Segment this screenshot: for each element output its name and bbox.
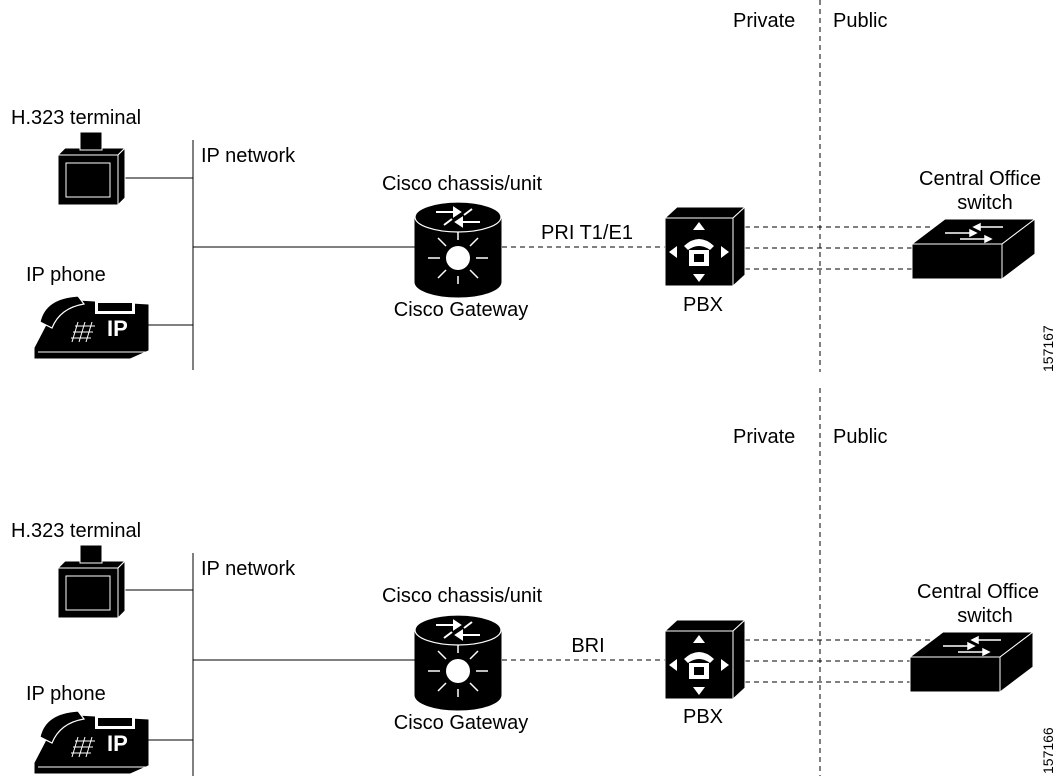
h323-terminal-label: H.323 terminal: [11, 107, 142, 129]
cisco-chassis-label: Cisco chassis/unit: [381, 585, 543, 607]
central-office-switch-label: switch: [957, 192, 1013, 214]
central-office-label: Central Office: [919, 168, 1041, 190]
cisco-gateway-icon: [414, 614, 502, 711]
central-office-switch-label: switch: [957, 605, 1013, 627]
ip-phone-icon: [34, 710, 149, 774]
figure-id: 157166: [1040, 727, 1056, 774]
phone-ip-badge: IP: [107, 731, 128, 756]
h323-terminal-icon: [56, 131, 127, 207]
pbx-icon: [663, 205, 747, 288]
pri-diagram-graphics: [34, 0, 1037, 372]
h323-terminal-label: H.323 terminal: [11, 520, 142, 542]
central-office-label: Central Office: [917, 581, 1039, 603]
public-label: Public: [833, 426, 888, 448]
h323-terminal-icon: [56, 544, 127, 620]
link-type-label: BRI: [571, 635, 605, 657]
pbx-label: PBX: [682, 706, 724, 728]
cisco-gateway-label: Cisco Gateway: [393, 712, 529, 734]
public-label: Public: [833, 10, 888, 32]
ip-phone-icon: [34, 295, 149, 359]
bri-diagram: Private Public H.323 terminal IP network…: [0, 388, 1062, 776]
ip-network-label: IP network: [201, 145, 296, 167]
phone-ip-badge: IP: [107, 316, 128, 341]
cisco-gateway-label: Cisco Gateway: [393, 299, 529, 321]
central-office-switch-icon: [908, 630, 1035, 694]
private-label: Private: [733, 10, 796, 32]
cisco-chassis-label: Cisco chassis/unit: [381, 173, 543, 195]
ip-network-label: IP network: [201, 558, 296, 580]
ip-phone-label: IP phone: [26, 683, 106, 705]
cisco-gateway-icon: [414, 201, 502, 298]
pri-diagram: Private Public H.323 terminal IP network…: [0, 0, 1062, 388]
pbx-icon: [663, 618, 747, 701]
ip-phone-label: IP phone: [26, 264, 106, 286]
pbx-label: PBX: [682, 294, 724, 316]
bri-diagram-graphics: [34, 388, 1035, 776]
figure-id: 157167: [1040, 325, 1056, 372]
link-type-label: PRI T1/E1: [541, 222, 633, 244]
private-label: Private: [733, 426, 796, 448]
central-office-switch-icon: [910, 217, 1037, 281]
